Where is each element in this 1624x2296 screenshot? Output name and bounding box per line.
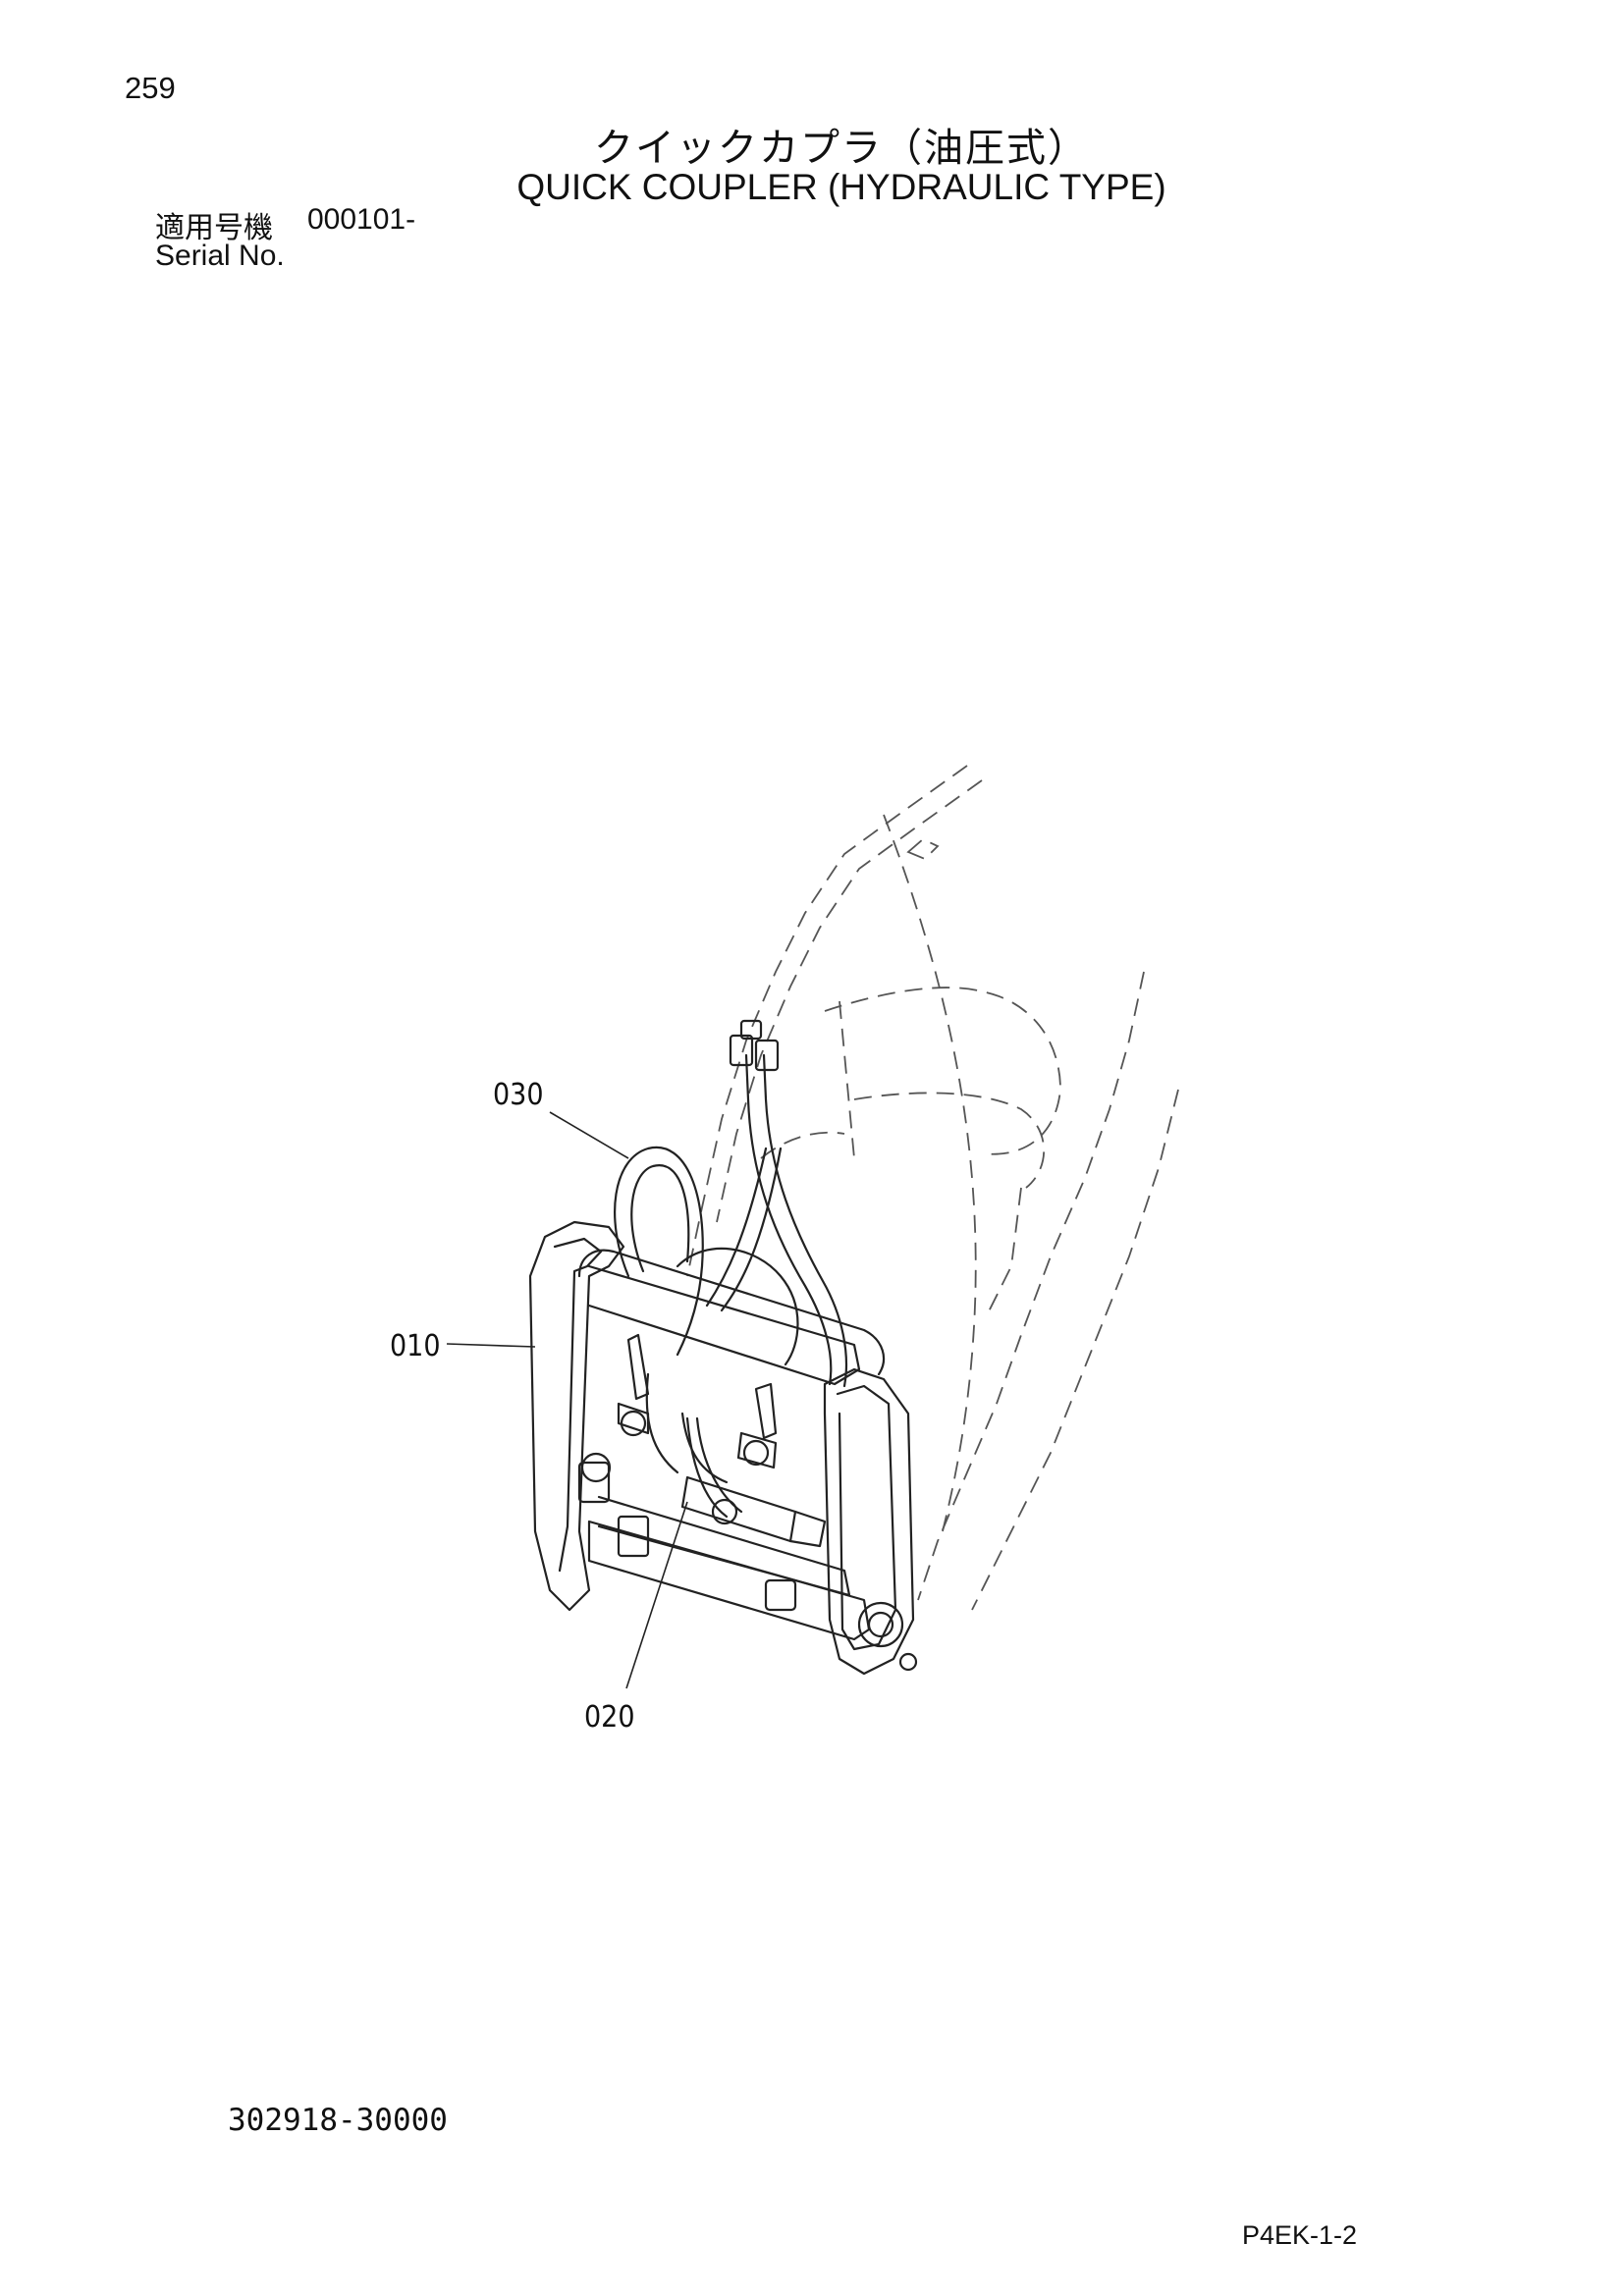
- page-code: P4EK-1-2: [1242, 2220, 1358, 2250]
- callout-020: 020: [584, 1700, 635, 1735]
- coupler-frame: [528, 1220, 918, 1676]
- serial-value: 000101-: [307, 203, 416, 236]
- leader-lines: [446, 1111, 688, 1689]
- callout-030: 030: [493, 1078, 544, 1112]
- serial-label: Serial No.: [155, 240, 285, 272]
- hydraulic-hoses: [614, 1019, 847, 1519]
- arm-phantom-outline: [686, 765, 1179, 1611]
- page-title-japanese: クイックカプラ（油圧式）: [594, 126, 1089, 171]
- page-number: 259: [125, 71, 176, 105]
- serial-label-japanese: 適用号機: [155, 211, 273, 245]
- callout-010: 010: [390, 1329, 441, 1363]
- hydraulic-cylinder: [580, 1333, 827, 1548]
- drawing-number: 302918-30000: [228, 2103, 448, 2138]
- page-title: QUICK COUPLER (HYDRAULIC TYPE): [516, 167, 1166, 207]
